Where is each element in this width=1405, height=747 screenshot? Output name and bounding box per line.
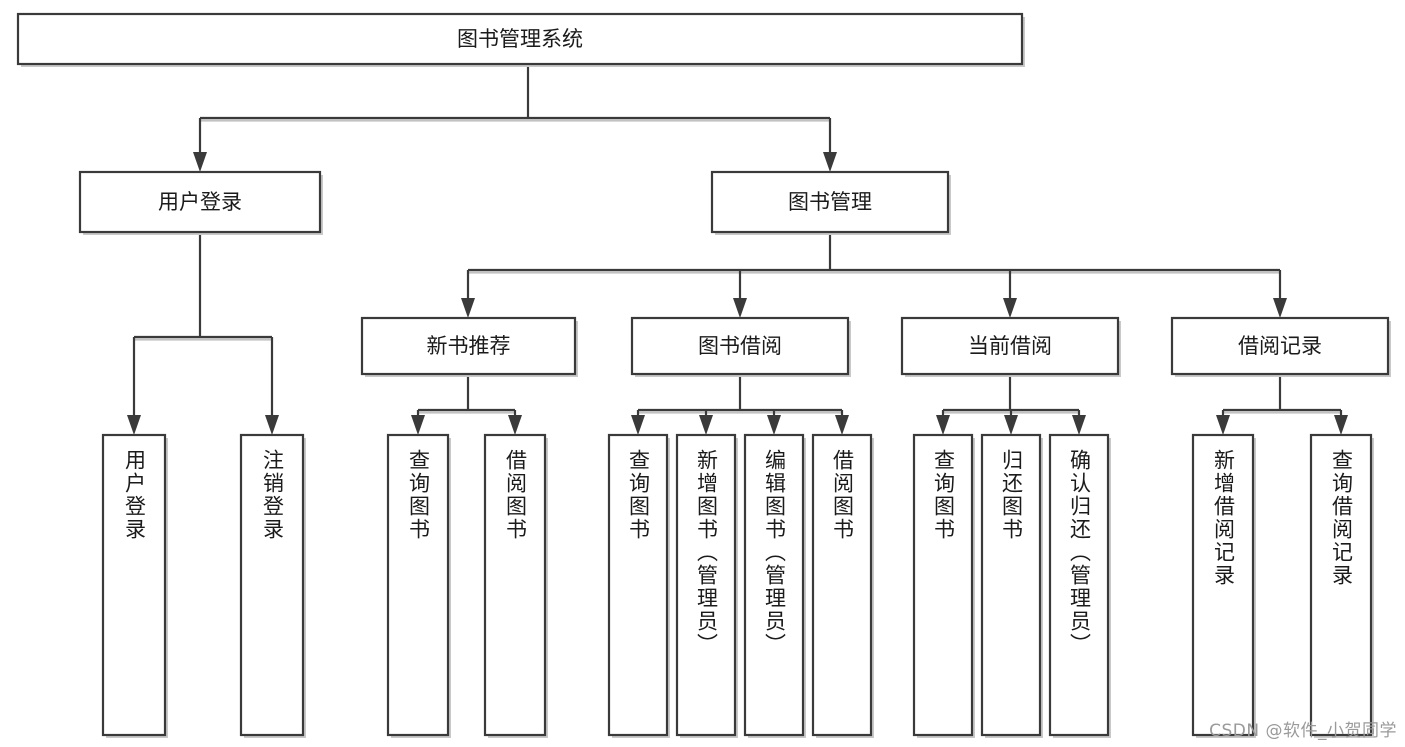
node-leaf-borrow-book-rec [483, 433, 548, 738]
node-book-borrow [630, 316, 851, 377]
node-new-book-recommend [360, 316, 578, 377]
node-label-book-borrow: 图书借阅 [698, 334, 782, 358]
node-leaf-query-book-rec [386, 433, 451, 738]
arrow-head-icon [127, 415, 141, 435]
node-leaf-add-book-admin [675, 433, 738, 738]
connector-group [461, 232, 1287, 318]
node-current-borrow [900, 316, 1121, 377]
node-leaf-query-book-borrow [607, 433, 670, 738]
node-label-book-manage: 图书管理 [788, 190, 872, 214]
arrow-head-icon [823, 152, 837, 172]
node-leaf-edit-book-admin [743, 433, 806, 738]
connector-group [411, 374, 522, 435]
connector-layer [127, 64, 1348, 435]
node-leaf-borrow-book [811, 433, 874, 738]
node-leaf-return-book [980, 433, 1043, 738]
csdn-watermark: CSDN @软件_小贺同学 [1209, 721, 1397, 741]
node-user-login [78, 170, 323, 235]
arrow-head-icon [411, 415, 425, 435]
connector-group [936, 374, 1086, 435]
arrow-head-icon [508, 415, 522, 435]
arrow-head-icon [936, 415, 950, 435]
arrow-head-icon [733, 298, 747, 318]
connector-group [631, 374, 849, 435]
node-leaf-logout [239, 433, 306, 738]
arrow-head-icon [1334, 415, 1348, 435]
arrow-head-icon [1004, 415, 1018, 435]
node-leaf-add-borrow-record [1191, 433, 1256, 738]
arrow-head-icon [461, 298, 475, 318]
arrow-head-icon [699, 415, 713, 435]
arrow-head-icon [265, 415, 279, 435]
arrow-head-icon [1072, 415, 1086, 435]
connector-group [193, 64, 837, 172]
node-leaf-user-login [101, 433, 168, 738]
arrow-head-icon [835, 415, 849, 435]
connector-group [1216, 374, 1348, 435]
node-root [16, 12, 1025, 67]
node-label-borrow-record: 借阅记录 [1238, 334, 1322, 358]
arrow-head-icon [193, 152, 207, 172]
arrow-head-icon [631, 415, 645, 435]
node-borrow-record [1170, 316, 1391, 377]
node-label-current-borrow: 当前借阅 [968, 334, 1052, 358]
node-book-manage [710, 170, 951, 235]
node-label-root: 图书管理系统 [457, 27, 583, 51]
arrow-head-icon [1216, 415, 1230, 435]
node-leaf-confirm-return-admin [1048, 433, 1111, 738]
node-label-new-book-recommend: 新书推荐 [427, 334, 511, 358]
node-label-user-login: 用户登录 [158, 190, 242, 214]
node-leaf-query-borrow-record [1309, 433, 1374, 738]
node-leaf-query-book-current [912, 433, 975, 738]
arrow-head-icon [1003, 298, 1017, 318]
arrow-head-icon [1273, 298, 1287, 318]
arrow-head-icon [767, 415, 781, 435]
connector-group [127, 232, 279, 435]
